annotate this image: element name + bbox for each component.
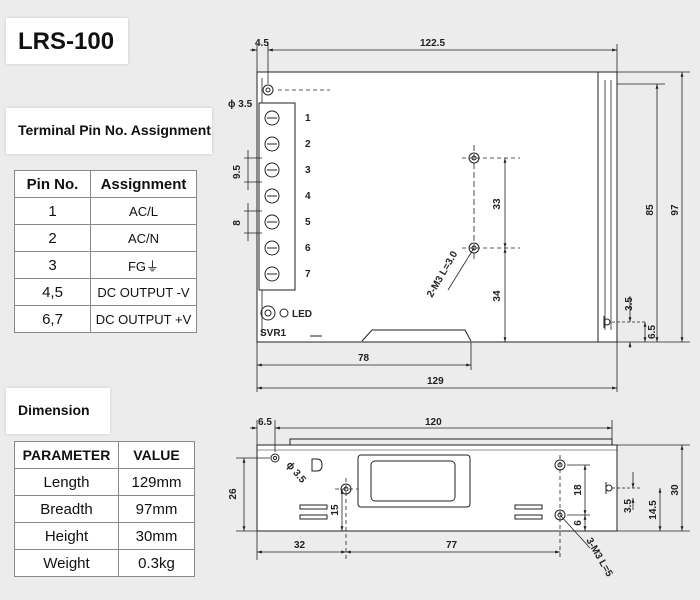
- terminal-number: 3: [305, 165, 311, 176]
- dim-32: 32: [294, 540, 306, 551]
- mount-hole-icon: [262, 84, 274, 96]
- parameter-cell: Height: [14, 522, 119, 550]
- top-view: [256, 71, 618, 343]
- led-icon: [279, 308, 289, 318]
- screw-spec-side: 3-M3 L=5: [583, 536, 614, 579]
- dim-122-5: 122.5: [420, 38, 445, 49]
- vent-slots: [299, 504, 543, 520]
- dim-18: 18: [573, 484, 584, 496]
- dim-6: 6: [573, 520, 584, 526]
- terminal-number: 7: [305, 269, 311, 280]
- pin-header-assignment: Assignment: [90, 170, 197, 198]
- parameter-cell: Breadth: [14, 495, 119, 523]
- pin-section-title: Terminal Pin No. Assignment: [18, 122, 211, 138]
- value-cell: 97mm: [118, 495, 195, 523]
- svr-label: SVR1: [260, 328, 287, 339]
- top-view-outline: [256, 71, 618, 343]
- dim-3-5-side: 3.5: [623, 499, 634, 513]
- mount-hole-icon: [270, 453, 280, 463]
- dim-15: 15: [330, 504, 341, 516]
- dimension-section-card: Dimension: [6, 388, 110, 434]
- dim-phi-3-5: ϕ 3.5: [228, 99, 253, 110]
- terminal-screws: [264, 110, 280, 282]
- terminal-number: 4: [305, 191, 311, 202]
- assignment-cell: DC OUTPUT +V: [90, 305, 197, 333]
- dim-3-5: 3.5: [624, 297, 635, 311]
- model-title-card: LRS-100: [6, 18, 128, 64]
- pin-cell: 2: [14, 224, 91, 252]
- dim-30: 30: [670, 484, 681, 496]
- assignment-cell: AC/L: [90, 197, 197, 225]
- dim-78: 78: [358, 353, 370, 364]
- dim-6-5-side: 6.5: [258, 417, 272, 428]
- dim-77: 77: [446, 540, 458, 551]
- side-window: [357, 454, 471, 508]
- value-cell: 0.3kg: [118, 549, 195, 577]
- top-view-flange: [597, 71, 618, 343]
- assignment-cell: FG⏚: [90, 251, 197, 279]
- dim-85: 85: [645, 204, 656, 216]
- terminal-number: 1: [305, 113, 311, 124]
- dim-8: 8: [232, 220, 243, 226]
- dim-26: 26: [228, 488, 239, 500]
- terminal-number: 2: [305, 139, 311, 150]
- side-view: [256, 438, 618, 532]
- dim-4-5: 4.5: [255, 38, 269, 49]
- dim-34: 34: [492, 290, 503, 302]
- dim-33: 33: [492, 198, 503, 210]
- model-title: LRS-100: [18, 28, 115, 55]
- pin-section-card: Terminal Pin No. Assignment: [6, 108, 212, 154]
- dim-header-parameter: PARAMETER: [14, 441, 119, 469]
- dim-9-5: 9.5: [232, 165, 243, 179]
- dim-14-5: 14.5: [648, 500, 659, 520]
- pin-header-pin: Pin No.: [14, 170, 91, 198]
- dim-6-5: 6.5: [647, 325, 658, 339]
- dim-129: 129: [427, 376, 444, 387]
- assignment-cell: DC OUTPUT -V: [90, 278, 197, 306]
- bottom-slot: [361, 329, 472, 342]
- dimension-section-title: Dimension: [18, 402, 90, 418]
- terminal-number: 5: [305, 217, 311, 228]
- d-mark: [311, 458, 323, 472]
- value-cell: 30mm: [118, 522, 195, 550]
- dim-97: 97: [670, 204, 681, 216]
- terminal-number: 6: [305, 243, 311, 254]
- led-label: LED: [292, 309, 312, 320]
- top-view-dimension-lines: [244, 44, 690, 392]
- side-view-dimension-lines: [236, 420, 690, 560]
- svr-icon: [260, 305, 276, 321]
- dim-120: 120: [425, 417, 442, 428]
- assignment-cell: AC/N: [90, 224, 197, 252]
- pin-cell: 4,5: [14, 278, 91, 306]
- parameter-cell: Length: [14, 468, 119, 496]
